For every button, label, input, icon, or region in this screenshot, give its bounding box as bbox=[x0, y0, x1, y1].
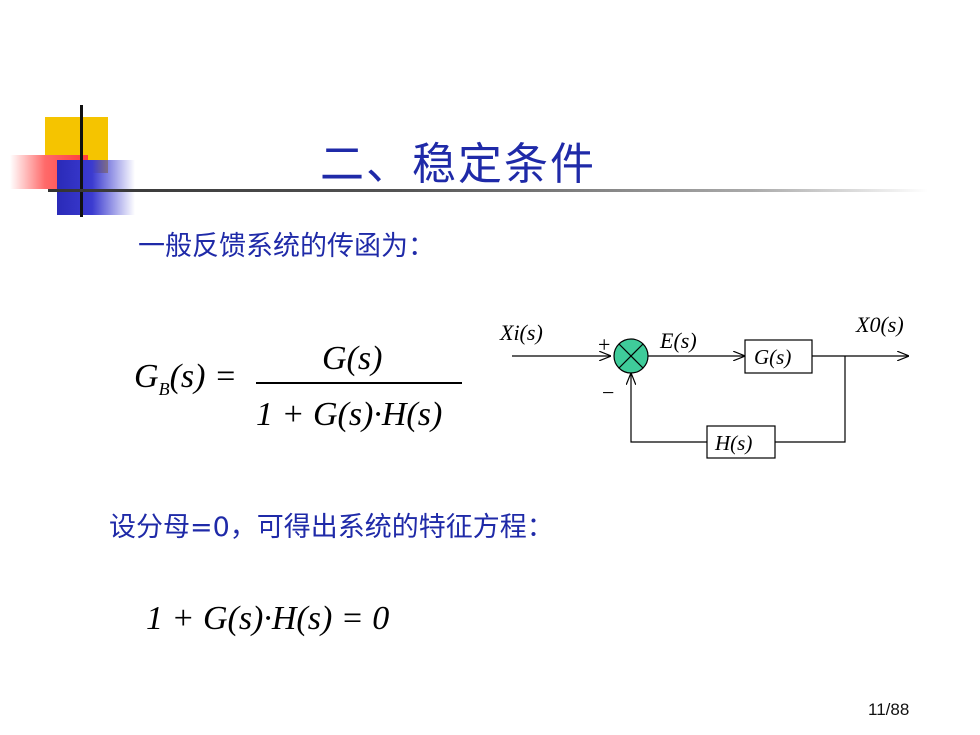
fraction-bar bbox=[256, 382, 462, 384]
slide-title: 二、稳定条件 bbox=[320, 139, 596, 190]
summing-cross-b bbox=[618, 343, 644, 369]
characteristic-equation: 1 + G(s)·H(s) = 0 bbox=[146, 600, 390, 637]
fraction-denominator: 1 + G(s)·H(s) bbox=[256, 396, 443, 433]
fraction-numerator: G(s) bbox=[322, 340, 383, 377]
feedback-block-diagram: Xi(s) + − E(s) G(s) X0(s) H(s) bbox=[499, 312, 930, 459]
error-label: E(s) bbox=[659, 328, 697, 353]
decor-vertical-line bbox=[80, 105, 83, 217]
forward-block bbox=[744, 339, 813, 374]
lhs-argument: (s) = bbox=[169, 358, 237, 395]
forward-block-label: G(s) bbox=[754, 345, 791, 369]
decor-blue-square bbox=[57, 160, 135, 215]
intro-text: 一般反馈系统的传函为： bbox=[138, 231, 435, 262]
input-label: Xi(s) bbox=[499, 320, 543, 345]
lhs-symbol: G bbox=[134, 358, 159, 395]
minus-sign: − bbox=[602, 380, 614, 405]
plus-sign: + bbox=[598, 332, 610, 357]
page-number: 11/88 bbox=[868, 700, 910, 719]
feedback-path-right bbox=[775, 356, 846, 443]
feedback-block-label: H(s) bbox=[714, 431, 752, 455]
output-label: X0(s) bbox=[855, 312, 904, 337]
lhs-subscript: B bbox=[158, 378, 170, 399]
transfer-function-lhs: GB(s) = bbox=[134, 358, 237, 400]
condition-text: 设分母=0，可得出系统的特征方程： bbox=[109, 512, 554, 543]
title-underline bbox=[48, 189, 928, 192]
feedback-path-left bbox=[631, 374, 707, 443]
